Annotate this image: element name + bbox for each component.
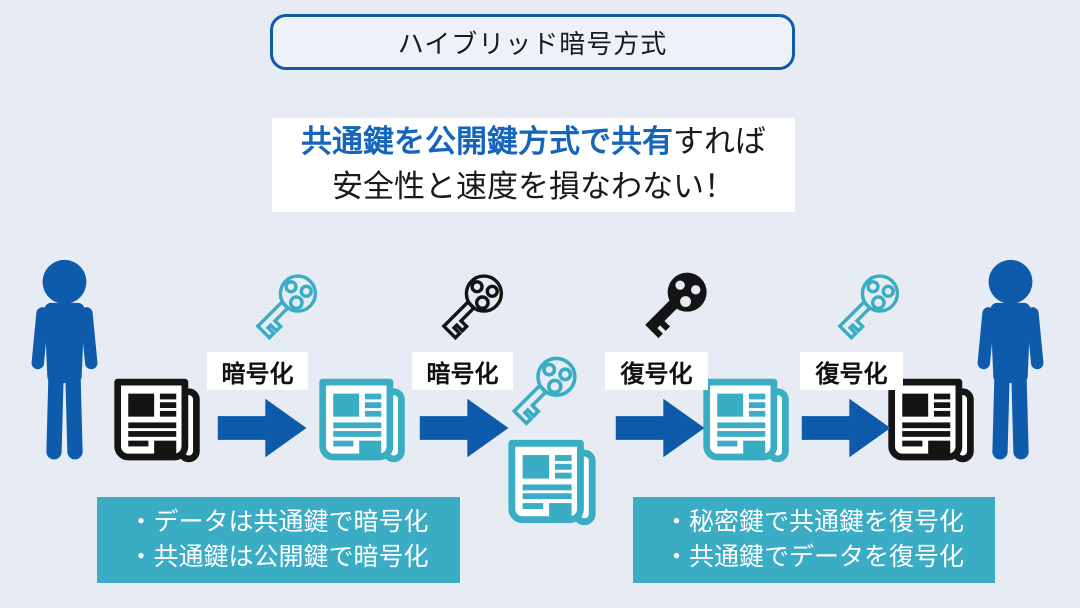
- common-key-icon: [250, 268, 326, 348]
- newspaper-icon: [110, 372, 206, 469]
- newspaper-icon: [315, 372, 411, 469]
- headline-highlight: 共通鍵を公開鍵方式で共有: [301, 124, 673, 160]
- step-label-encrypt-1: 暗号化: [207, 352, 308, 390]
- encrypted-common-key-icon: [506, 352, 586, 432]
- person-icon: [12, 258, 117, 468]
- note-box-decryption: ・秘密鍵で共通鍵を復号化 ・共通鍵でデータを復号化: [633, 497, 995, 583]
- title-box: ハイブリッド暗号方式: [270, 14, 795, 70]
- page-title: ハイブリッド暗号方式: [397, 28, 668, 59]
- newspaper-icon: [504, 433, 602, 532]
- secret-key-icon: [638, 266, 716, 348]
- note-line: ・共通鍵は公開鍵で暗号化: [128, 543, 429, 571]
- step-label-decrypt-2: 復号化: [800, 352, 903, 390]
- headline-line1: 共通鍵を公開鍵方式で共有すれば: [301, 120, 766, 165]
- note-box-encryption: ・データは共通鍵で暗号化 ・共通鍵は公開鍵で暗号化: [97, 497, 460, 583]
- arrow-right-icon: [614, 396, 709, 460]
- public-key-icon: [436, 268, 512, 348]
- step-label-decrypt-1: 復号化: [605, 352, 708, 390]
- headline-rest: すれば: [673, 124, 766, 160]
- headline-line2: 安全性と速度を損なわない！: [332, 169, 735, 204]
- headline-callout: 共通鍵を公開鍵方式で共有すれば 安全性と速度を損なわない！: [272, 118, 795, 212]
- arrow-right-icon: [418, 396, 513, 460]
- common-key-icon: [832, 268, 908, 348]
- step-label-encrypt-2: 暗号化: [412, 352, 513, 390]
- newspaper-icon: [699, 372, 795, 469]
- note-line: ・共通鍵でデータを復号化: [663, 543, 964, 571]
- note-line: ・秘密鍵で共通鍵を復号化: [663, 507, 964, 536]
- arrow-right-icon: [216, 396, 311, 460]
- note-line: ・データは共通鍵で暗号化: [128, 507, 429, 536]
- arrow-right-icon: [800, 396, 895, 460]
